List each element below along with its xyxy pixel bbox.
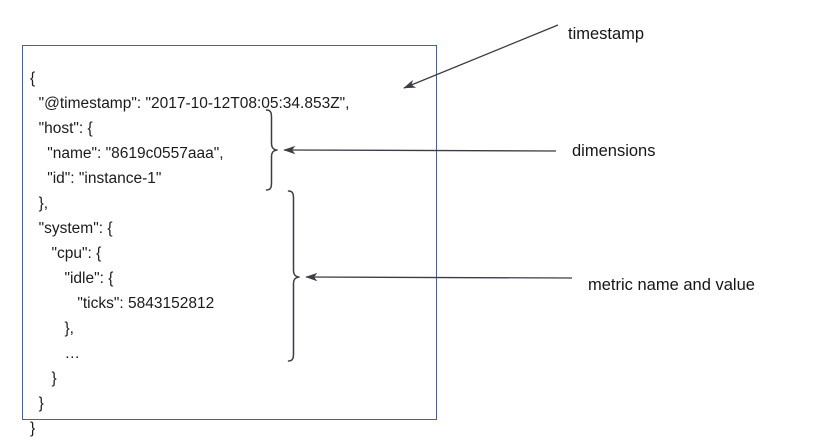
annotation-label-timestamp: timestamp [568, 25, 645, 43]
json-document-code: { "@timestamp": "2017-10-12T08:05:34.853… [30, 66, 430, 441]
json-line-host-open: "host": { [30, 119, 93, 137]
json-line-cpu-open: "cpu": { [30, 244, 102, 262]
json-line: { [30, 69, 36, 87]
json-line-ticks: "ticks": 5843152812 [30, 294, 215, 312]
json-line-host-name: "name": "8619c0557aaa", [30, 144, 224, 162]
json-line-host-id: "id": "instance-1" [30, 169, 162, 187]
json-line-system-open: "system": { [30, 219, 113, 237]
json-line-system-close: } [30, 394, 44, 412]
json-line-ellipsis: … [30, 344, 80, 362]
json-line-cpu-close: } [30, 369, 57, 387]
json-line-idle-close: }, [30, 319, 74, 337]
annotation-label-metric: metric name and value [588, 276, 755, 294]
json-line-timestamp: "@timestamp": "2017-10-12T08:05:34.853Z"… [30, 94, 350, 112]
json-document-box [22, 45, 437, 420]
json-line-idle-open: "idle": { [30, 269, 114, 287]
annotation-label-dimensions: dimensions [572, 142, 656, 160]
json-line-host-close: }, [30, 194, 49, 212]
json-line-root-close: } [30, 419, 36, 437]
